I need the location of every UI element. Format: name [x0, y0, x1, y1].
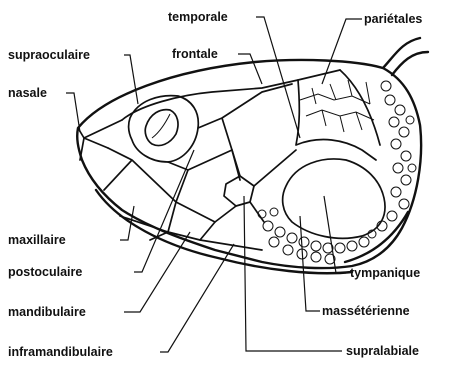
leader-parietales	[322, 19, 362, 84]
label-supraoculaire: supraoculaire	[8, 48, 90, 62]
tympanic-opening	[283, 159, 385, 238]
postocular-sutures	[104, 148, 232, 232]
eye-shield	[129, 96, 199, 162]
head-illustration	[77, 38, 428, 273]
leader-nasale	[66, 93, 80, 132]
supralabial-links	[200, 150, 296, 240]
leader-supraoculaire	[124, 55, 138, 104]
parietal-scales	[300, 80, 374, 132]
leader-tympanique	[324, 196, 346, 273]
label-nasale: nasale	[8, 86, 47, 100]
leader-temporale	[256, 17, 300, 138]
label-parietales: pariétales	[364, 12, 422, 26]
label-temporale: temporale	[168, 10, 228, 24]
label-inframandibulaire: inframandibulaire	[8, 345, 113, 359]
leader-mandibulaire	[124, 232, 190, 312]
label-maxillaire: maxillaire	[8, 233, 66, 247]
label-frontale: frontale	[172, 47, 218, 61]
leader-masseterienne	[300, 216, 320, 311]
neck-line-lower	[392, 52, 428, 75]
label-mandibulaire: mandibulaire	[8, 305, 86, 319]
label-masseterienne: massétérienne	[322, 304, 410, 318]
label-supralabiale: supralabiale	[346, 344, 419, 358]
label-tympanique: tympanique	[350, 266, 420, 280]
label-postoculaire: postoculaire	[8, 265, 82, 279]
nasal-sutures	[78, 120, 122, 160]
leader-frontale	[238, 54, 262, 84]
eye-highlight	[152, 114, 170, 138]
